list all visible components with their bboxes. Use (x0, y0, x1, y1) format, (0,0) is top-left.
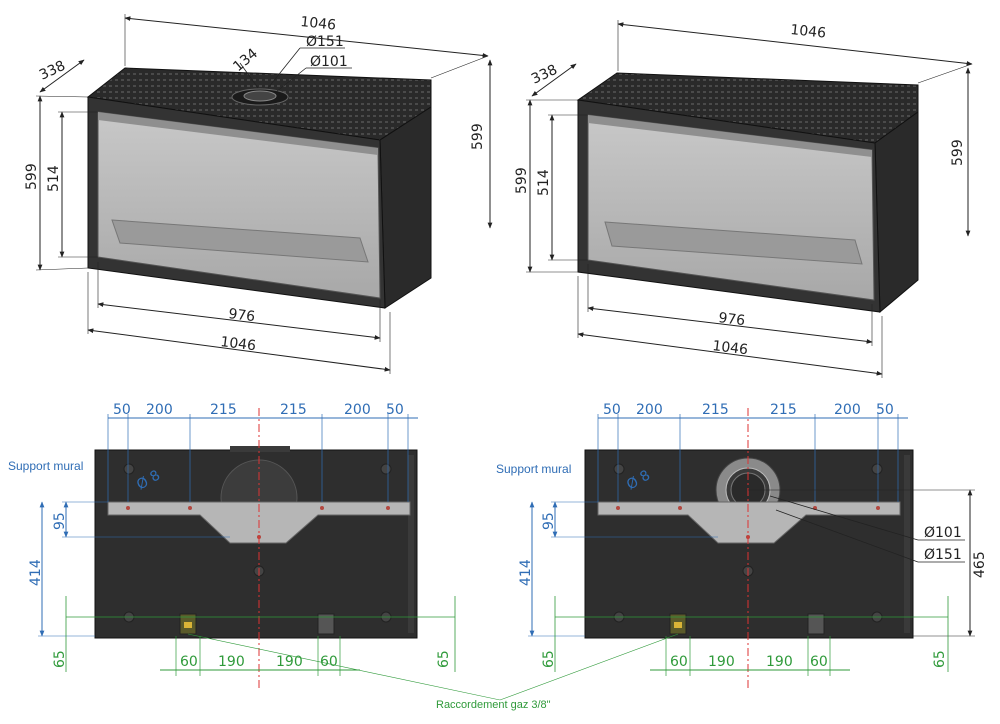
front-left-bracket-pos: 414 (28, 559, 44, 586)
iso-depth: 338 (37, 58, 68, 84)
front-left-top-dim-3: 215 (210, 402, 237, 418)
front-left-bracket-height: 95 (52, 512, 68, 530)
front-left-top-dim-5: 200 (344, 402, 371, 418)
front-right-flue-outer: Ø151 (924, 547, 962, 563)
front-right-top-dim-3: 215 (702, 402, 729, 418)
iso-right-width-bottom: 1046 (712, 338, 749, 358)
iso-right-width-top: 1046 (790, 22, 827, 42)
iso-width-bottom: 1046 (220, 334, 257, 354)
front-right-flue-height: 465 (972, 551, 988, 578)
front-right-bracket-pos: 414 (518, 559, 534, 586)
front-left-bottom-dim-2: 190 (218, 654, 245, 670)
iso-flue-outer: Ø151 (306, 34, 344, 50)
front-left-top-dim-1: 50 (113, 402, 131, 418)
iso-height-left: 599 (24, 163, 40, 190)
gas-connection-label: Raccordement gaz 3/8" (436, 699, 551, 711)
front-left-bottom-dim-4: 60 (320, 654, 338, 670)
iso-glass-width: 976 (228, 306, 257, 325)
iso-glass-height: 514 (46, 165, 62, 192)
front-right-bottom-dim-1: 60 (670, 654, 688, 670)
front-right-top-dim-4: 215 (770, 402, 797, 418)
front-left-bottom-dim-3: 190 (276, 654, 303, 670)
front-right-top-dim-2: 200 (636, 402, 663, 418)
front-left-gas-height-right: 65 (436, 650, 452, 668)
iso-width-top: 1046 (300, 14, 337, 34)
iso-height-right: 599 (470, 123, 486, 150)
iso-flue-offset: 134 (230, 46, 261, 75)
iso-flue-inner: Ø101 (310, 54, 348, 70)
front-right-gas-height-left: 65 (541, 650, 557, 668)
front-left-top-dim-6: 50 (386, 402, 404, 418)
iso-right-height-right: 599 (950, 139, 966, 166)
front-right-bottom-dim-3: 190 (766, 654, 793, 670)
iso-right-glass-width: 976 (718, 310, 747, 329)
iso-right-depth: 338 (529, 62, 560, 88)
front-left-top-dim-2: 200 (146, 402, 173, 418)
iso-view-left: 1046 338 599 599 514 976 1046 134 Ø151 Ø… (24, 14, 493, 374)
front-left-gas-height-left: 65 (52, 650, 68, 668)
front-right-bottom-dim-4: 60 (810, 654, 828, 670)
iso-right-glass-height: 514 (536, 169, 552, 196)
front-right-top-dim-5: 200 (834, 402, 861, 418)
front-right-gas-height-right: 65 (932, 650, 948, 668)
iso-view-right: 1046 338 599 599 514 976 1046 (514, 20, 973, 378)
front-right-top-dim-1: 50 (603, 402, 621, 418)
front-left-support-label: Support mural (8, 459, 83, 473)
front-right-bottom-dim-2: 190 (708, 654, 735, 670)
iso-right-height-left: 599 (514, 167, 530, 194)
front-left-bottom-dim-1: 60 (180, 654, 198, 670)
gas-connection-callout: Raccordement gaz 3/8" (187, 633, 679, 711)
front-left-top-dim-4: 215 (280, 402, 307, 418)
front-right-flue-inner: Ø101 (924, 525, 962, 541)
front-view-right: 50 200 215 215 200 50 Support mural Ø 8 … (496, 402, 988, 690)
front-right-top-dim-6: 50 (876, 402, 894, 418)
front-right-bracket-height: 95 (541, 512, 557, 530)
front-right-support-label: Support mural (496, 462, 571, 476)
front-view-left: 50 200 215 215 200 50 Support mural Ø 8 … (8, 402, 456, 690)
